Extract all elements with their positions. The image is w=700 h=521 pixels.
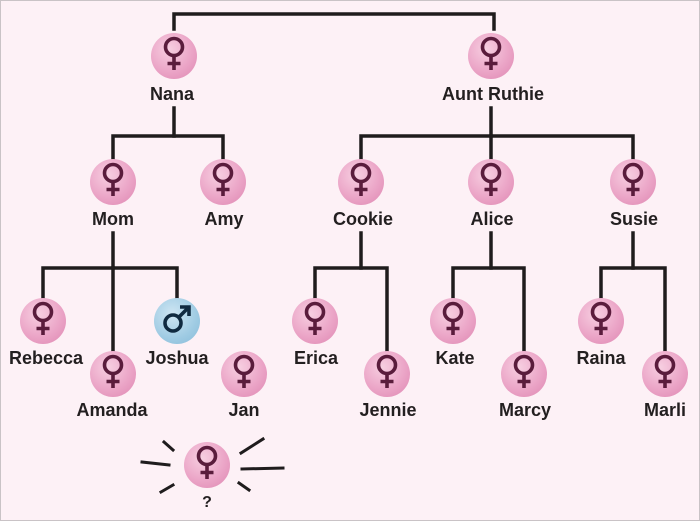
female-symbol-icon [29, 301, 57, 342]
female-symbol-icon [477, 162, 505, 203]
susie-label: Susie [609, 209, 659, 229]
amy-label: Amy [204, 209, 244, 229]
female-symbol-icon [160, 36, 188, 77]
female-symbol-icon [587, 301, 615, 342]
susie-node [610, 159, 656, 205]
mom-node [90, 159, 136, 205]
alice-label: Alice [470, 209, 514, 229]
jennie-label: Jennie [359, 400, 417, 420]
erica-node [292, 298, 338, 344]
cookie-label: Cookie [332, 209, 394, 229]
female-symbol-icon [99, 354, 127, 395]
female-symbol-icon [301, 301, 329, 342]
erica-label: Erica [293, 348, 339, 368]
marli-node [642, 351, 688, 397]
joshua-node [154, 298, 200, 344]
amanda-label: Amanda [76, 400, 148, 420]
female-symbol-icon [373, 354, 401, 395]
female-symbol-icon [510, 354, 538, 395]
rebecca-node [20, 298, 66, 344]
female-symbol-icon [347, 162, 375, 203]
nana-node [151, 33, 197, 79]
nana-label: Nana [149, 84, 195, 104]
unknown-node [184, 442, 230, 488]
joshua-label: Joshua [145, 348, 209, 368]
unknown-label: ? [202, 494, 212, 511]
female-symbol-icon [477, 36, 505, 77]
marcy-node [501, 351, 547, 397]
marli-label: Marli [643, 400, 687, 420]
female-symbol-icon [439, 301, 467, 342]
jan-node [221, 351, 267, 397]
raina-label: Raina [576, 348, 626, 368]
kate-node [430, 298, 476, 344]
mom-label: Mom [92, 209, 134, 229]
female-symbol-icon [619, 162, 647, 203]
amanda-node [90, 351, 136, 397]
female-symbol-icon [230, 354, 258, 395]
cookie-node [338, 159, 384, 205]
jennie-node [364, 351, 410, 397]
female-symbol-icon [99, 162, 127, 203]
jan-label: Jan [228, 400, 260, 420]
female-symbol-icon [193, 445, 221, 486]
marcy-label: Marcy [498, 400, 552, 420]
female-symbol-icon [209, 162, 237, 203]
burst-lines [140, 436, 285, 495]
aunt-ruthie-node [468, 33, 514, 79]
aunt-ruthie-label: Aunt Ruthie [442, 84, 544, 104]
female-symbol-icon [651, 354, 679, 395]
rebecca-label: Rebecca [8, 348, 84, 368]
raina-node [578, 298, 624, 344]
alice-node [468, 159, 514, 205]
male-symbol-icon [161, 303, 193, 340]
amy-node [200, 159, 246, 205]
kate-label: Kate [435, 348, 475, 368]
